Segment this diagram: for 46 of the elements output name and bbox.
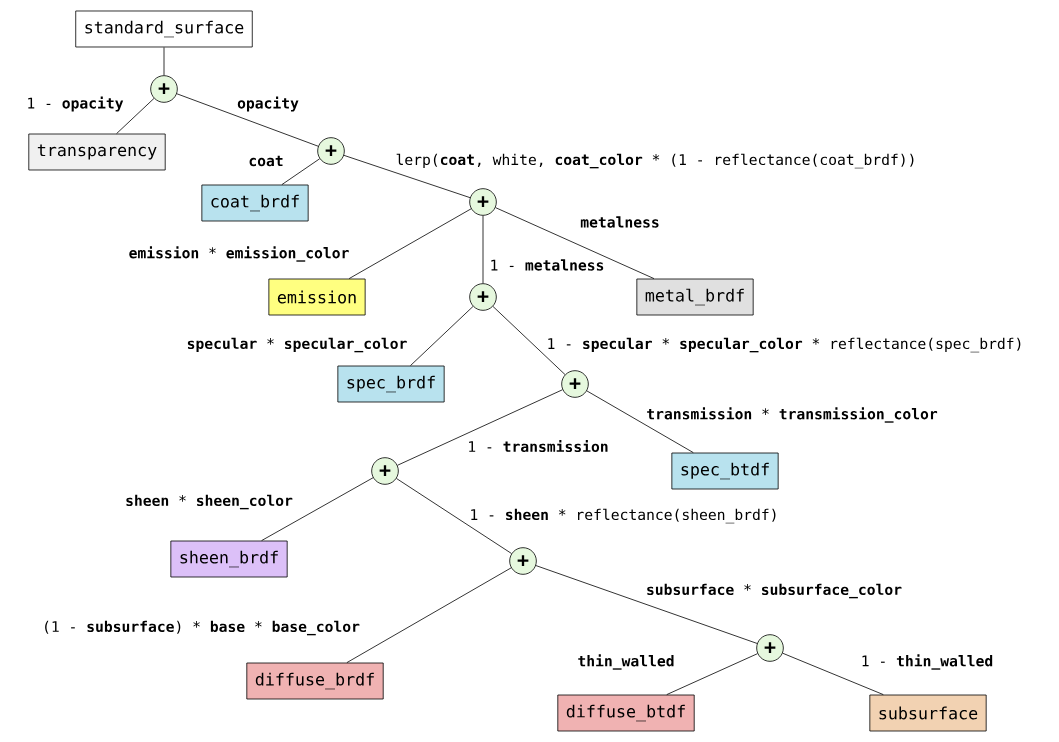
edge-label: subsurface* subsurface_color	[647, 583, 902, 599]
connector-line	[396, 478, 512, 554]
connector-line	[492, 306, 566, 375]
connector-line	[495, 207, 655, 279]
connector-line	[163, 47, 165, 76]
process-box: metal_brdf	[636, 278, 754, 316]
connector-line	[410, 306, 474, 366]
process-box: emission	[268, 278, 366, 316]
process-box: sheen_brdf	[170, 540, 288, 578]
connector-line	[261, 477, 374, 541]
edge-label: metalness	[580, 216, 659, 228]
edge-label: 1 - opacity	[28, 96, 124, 112]
edge-label: specular* specular_color	[187, 337, 407, 353]
process-box: standard_surface	[75, 10, 253, 48]
connector-line	[397, 389, 563, 466]
edge-label: opacity	[237, 96, 299, 112]
connector-line	[666, 653, 758, 695]
process-box: diffuse_brdf	[246, 662, 384, 700]
edge-label: sheen* sheen_color	[126, 494, 293, 510]
connector-line	[116, 98, 155, 134]
connector-line	[782, 652, 884, 695]
process-box: spec_brdf	[337, 365, 445, 403]
edge-label: transmission* transmission_color	[647, 407, 938, 423]
connector-line	[586, 390, 694, 453]
edge-label: 1 - specular* specular_color* reflectance(spec_brdf)	[548, 337, 1021, 353]
connector-line	[482, 215, 484, 284]
connector-line	[346, 567, 512, 663]
edge-label: thin_walled	[578, 654, 674, 670]
connector-line	[348, 208, 472, 279]
connector-line	[343, 154, 471, 199]
edge-label: emission* emission_color	[129, 246, 349, 262]
process-box: subsurface	[869, 694, 987, 732]
edge-label: (1 - subsurface) *base* base_color	[45, 620, 360, 636]
edge-label: coat	[249, 155, 283, 167]
process-box: diffuse_btdf	[557, 694, 695, 732]
process-box: coat_brdf	[201, 184, 309, 222]
edge-label: lerp(coat, white, coat_color* (1 - reflectance(coat_brdf))	[396, 153, 914, 169]
process-box: spec_btdf	[671, 452, 779, 490]
connector-line	[176, 93, 319, 147]
edge-label: 1 - thin_walled	[862, 654, 993, 670]
edge-label: 1 - metalness	[491, 259, 604, 271]
edge-label: 1 - transmission	[469, 439, 608, 453]
process-box: transparency	[28, 133, 166, 171]
connector-line	[281, 158, 321, 185]
connector-line	[535, 565, 758, 644]
edge-label: 1 - sheen* reflectance(sheen_brdf)	[471, 508, 776, 524]
